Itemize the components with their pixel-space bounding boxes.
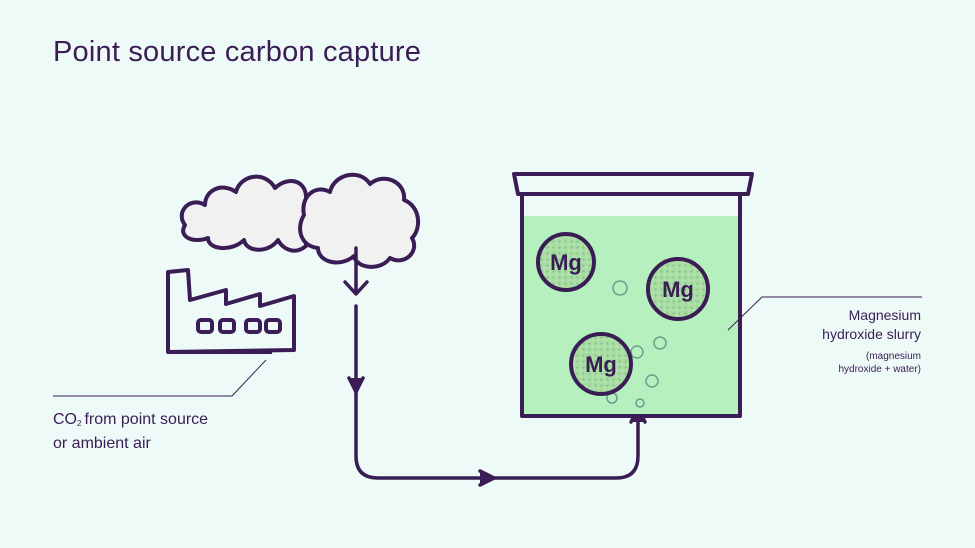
leader-lines	[53, 296, 922, 397]
cloud-down-arrow	[343, 246, 369, 296]
factory-icon	[166, 268, 296, 354]
smoke-cloud-icon	[179, 174, 308, 253]
co2-leader-line	[53, 359, 267, 397]
slurry-leader-line	[727, 296, 922, 331]
mg-particle: Mg	[569, 332, 633, 396]
bubbles	[606, 280, 667, 408]
mg-particle: Mg	[646, 257, 710, 321]
mg-label: Mg	[585, 352, 617, 377]
mg-label: Mg	[550, 250, 582, 275]
slurry-label: Magnesium hydroxide slurry	[822, 307, 921, 342]
beaker-rim	[512, 172, 754, 196]
slurry-note: (magnesium hydroxide + water)	[838, 351, 921, 375]
page-title: Point source carbon capture	[53, 36, 422, 68]
beaker	[512, 172, 754, 418]
mg-particle: Mg	[536, 232, 596, 292]
exhaust-cloud-icon	[298, 172, 421, 269]
mg-label: Mg	[662, 277, 694, 302]
